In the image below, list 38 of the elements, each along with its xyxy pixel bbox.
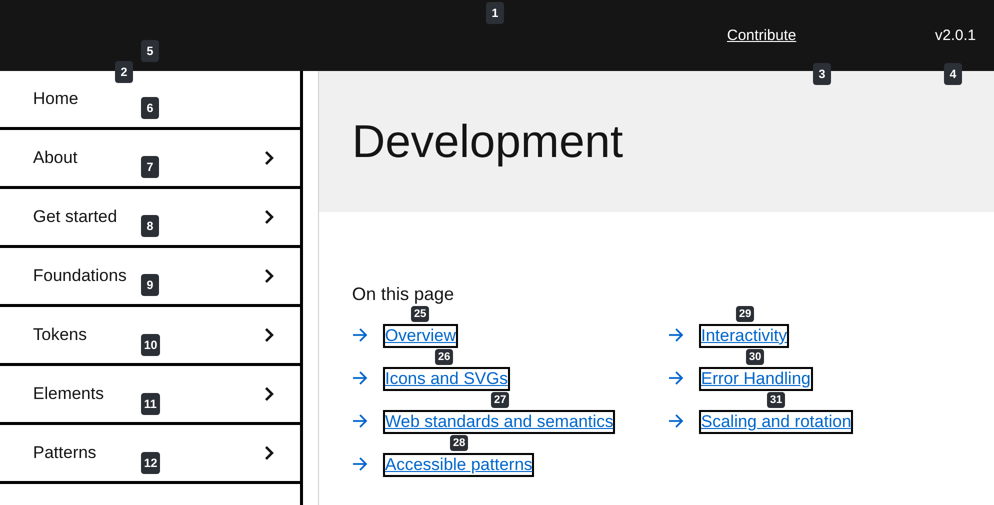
callout-number: 1 <box>486 2 504 24</box>
page-hero-band <box>319 71 994 212</box>
page-link: Accessible patterns <box>383 453 534 477</box>
callout-number: 26 <box>435 349 454 365</box>
contribute-link: Contribute <box>727 26 796 46</box>
callout-number: 2 <box>115 61 133 83</box>
callout-number: 6 <box>141 97 159 119</box>
nav-item-label: Tokens <box>33 324 87 346</box>
nav-item-label: Elements <box>33 383 104 406</box>
version-label: v2.0.1 <box>935 26 976 46</box>
callout-number: 12 <box>141 452 160 474</box>
page-link: Web standards and semantics <box>383 410 616 434</box>
page-heading: Development <box>352 114 624 169</box>
nav-item-label: Foundations <box>33 265 127 288</box>
callout-number: 30 <box>746 349 764 365</box>
callout-number: 3 <box>813 63 831 85</box>
callout-number: 7 <box>141 156 159 178</box>
callout-number: 25 <box>411 306 430 322</box>
page-link: Icons and SVGs <box>383 367 510 391</box>
callout-number: 4 <box>944 63 962 85</box>
callout-number: 10 <box>141 334 160 356</box>
callout-number: 31 <box>767 392 786 408</box>
nav-item-label: Get started <box>33 206 118 228</box>
nav-item-label: About <box>33 147 78 170</box>
page-link: Interactivity <box>699 324 789 348</box>
nav-item-label: Home <box>33 88 78 110</box>
callout-number: 9 <box>141 274 159 296</box>
callout-number: 29 <box>736 306 754 322</box>
callout-number: 5 <box>141 40 159 62</box>
page-link: Error Handling <box>699 367 813 391</box>
page-link: Scaling and rotation <box>699 410 854 434</box>
page-link: Overview <box>383 324 458 348</box>
callout-number: 11 <box>141 393 160 415</box>
callout-number: 27 <box>491 392 510 408</box>
nav-item-label: Patterns <box>33 442 96 464</box>
callout-number: 8 <box>141 215 159 237</box>
section-heading: On this page <box>352 283 454 306</box>
callout-number: 28 <box>450 435 468 451</box>
